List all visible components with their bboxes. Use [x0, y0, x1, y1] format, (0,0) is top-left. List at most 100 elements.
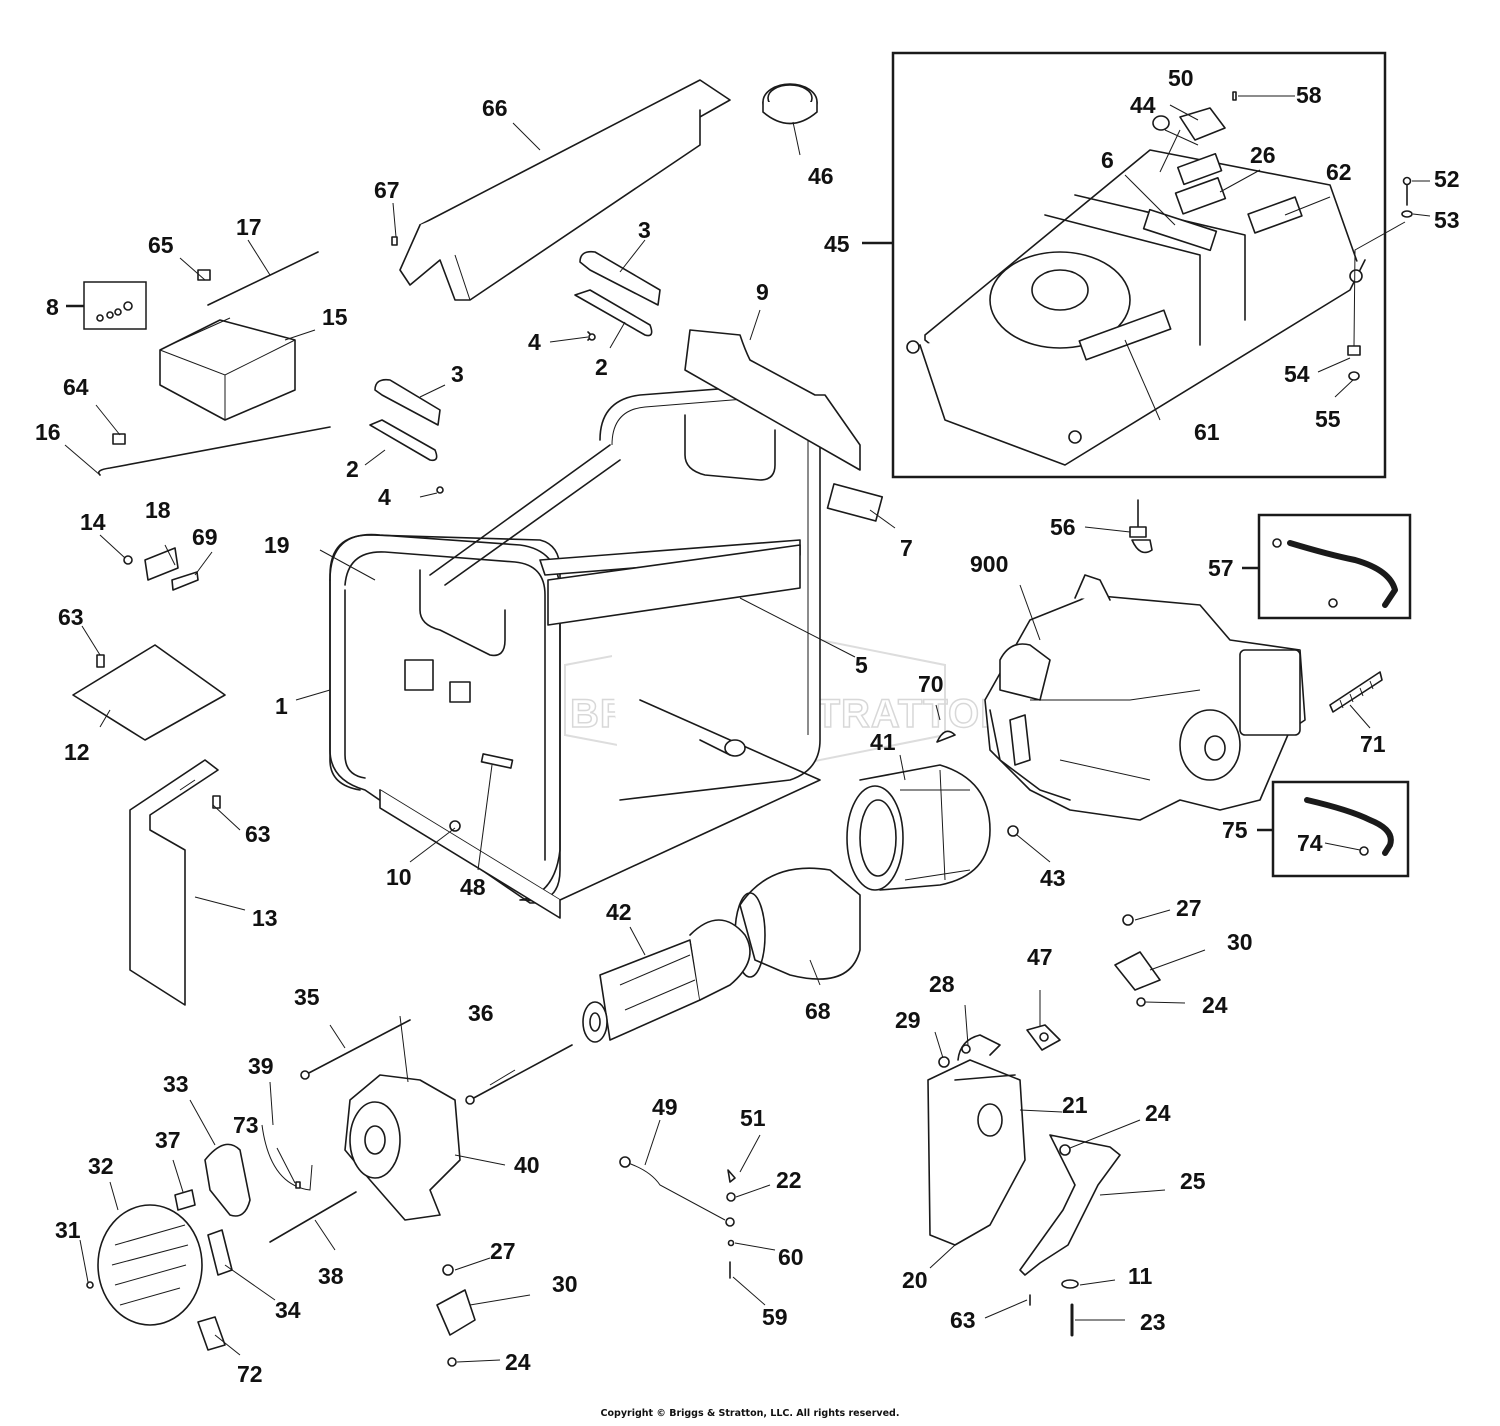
part-brush-holder[interactable]	[174, 1189, 196, 1211]
part-washer-60[interactable]	[727, 1239, 735, 1247]
part-muffler-bracket[interactable]	[1019, 1134, 1121, 1276]
callout-54[interactable]: 54	[1284, 361, 1310, 387]
callout-44[interactable]: 44	[1130, 92, 1156, 118]
part-grip-upper[interactable]	[574, 250, 661, 341]
part-70[interactable]	[936, 730, 956, 743]
part-rod-17[interactable]	[207, 251, 319, 306]
callout-69[interactable]: 69	[192, 524, 218, 550]
part-screw-31[interactable]	[86, 1281, 94, 1289]
callout-27b[interactable]: 27	[1176, 895, 1202, 921]
part-rear-cover[interactable]	[97, 1204, 203, 1326]
part-battery[interactable]	[159, 317, 296, 421]
part-tank-mount-hardware[interactable]	[1347, 176, 1413, 381]
callout-28[interactable]: 28	[929, 971, 955, 997]
part-grip-lower[interactable]	[369, 378, 441, 462]
callout-46[interactable]: 46	[808, 163, 834, 189]
part-wing-nut[interactable]	[727, 1169, 736, 1183]
part-ground-wire[interactable]	[624, 1161, 726, 1221]
callout-33[interactable]: 33	[163, 1071, 189, 1097]
callout-72[interactable]: 72	[237, 1361, 263, 1387]
part-fuel-hose-57[interactable]	[1272, 538, 1398, 608]
callout-11[interactable]: 11	[1128, 1263, 1153, 1289]
callout-66[interactable]: 66	[482, 95, 508, 121]
part-frame[interactable]	[329, 384, 821, 919]
callout-10[interactable]: 10	[386, 864, 412, 890]
callout-45[interactable]: 45	[824, 231, 850, 257]
callout-36[interactable]: 36	[468, 1000, 494, 1026]
part-pin-67[interactable]	[391, 236, 398, 246]
callout-38[interactable]: 38	[318, 1263, 344, 1289]
callout-1[interactable]: 1	[275, 693, 288, 719]
callout-64[interactable]: 64	[63, 374, 89, 400]
callout-47[interactable]: 47	[1027, 944, 1053, 970]
callout-59[interactable]: 59	[762, 1304, 788, 1330]
part-vent-hose-74[interactable]	[1304, 797, 1394, 856]
callout-63c[interactable]: 63	[950, 1307, 976, 1333]
part-nut-29[interactable]	[938, 1056, 950, 1068]
callout-5[interactable]: 5	[855, 652, 868, 678]
callout-22[interactable]: 22	[776, 1167, 802, 1193]
callout-32[interactable]: 32	[88, 1153, 114, 1179]
callout-62[interactable]: 62	[1326, 159, 1352, 185]
callout-25[interactable]: 25	[1180, 1168, 1206, 1194]
callout-6[interactable]: 6	[1101, 147, 1114, 173]
part-muffler[interactable]	[927, 1034, 1026, 1246]
callout-30b[interactable]: 30	[1227, 929, 1253, 955]
callout-50[interactable]: 50	[1168, 65, 1194, 91]
part-panel-13[interactable]	[129, 759, 219, 1006]
callout-27a[interactable]: 27	[490, 1238, 516, 1264]
callout-65[interactable]: 65	[148, 232, 174, 258]
part-fuel-tank[interactable]	[906, 149, 1366, 466]
part-cradle-panel[interactable]	[547, 544, 801, 626]
part-decal-9[interactable]	[684, 329, 861, 471]
part-rod-35[interactable]	[304, 1019, 411, 1076]
callout-70[interactable]: 70	[918, 671, 944, 697]
part-bracket-18[interactable]	[123, 547, 199, 591]
callout-73[interactable]: 73	[233, 1112, 259, 1138]
part-rotor[interactable]	[582, 919, 751, 1043]
callout-34[interactable]: 34	[275, 1297, 301, 1323]
callout-35[interactable]: 35	[294, 984, 320, 1010]
callout-31[interactable]: 31	[55, 1217, 81, 1243]
callout-20[interactable]: 20	[902, 1267, 928, 1293]
part-fuel-cap[interactable]	[762, 83, 818, 125]
part-rod-38[interactable]	[269, 1191, 357, 1243]
callout-12[interactable]: 12	[64, 739, 90, 765]
callout-3b[interactable]: 3	[451, 361, 464, 387]
callout-49[interactable]: 49	[652, 1094, 678, 1120]
callout-8[interactable]: 8	[46, 294, 59, 320]
callout-74[interactable]: 74	[1297, 830, 1323, 856]
callout-43[interactable]: 43	[1040, 865, 1066, 891]
part-screw-73[interactable]	[295, 1181, 301, 1189]
part-end-housing[interactable]	[344, 1074, 461, 1221]
callout-39[interactable]: 39	[248, 1053, 274, 1079]
part-screw-58[interactable]	[1232, 91, 1237, 101]
part-vibration-mount-lower[interactable]	[436, 1264, 476, 1367]
callout-13[interactable]: 13	[252, 905, 278, 931]
callout-53[interactable]: 53	[1434, 207, 1460, 233]
part-engine[interactable]	[984, 574, 1306, 821]
callout-57[interactable]: 57	[1208, 555, 1234, 581]
callout-2b[interactable]: 2	[346, 456, 359, 482]
callout-67[interactable]: 67	[374, 177, 400, 203]
callout-18[interactable]: 18	[145, 497, 171, 523]
part-nut-24[interactable]	[1059, 1144, 1071, 1156]
callout-63b[interactable]: 63	[245, 821, 271, 847]
part-stator[interactable]	[846, 764, 991, 891]
callout-51[interactable]: 51	[740, 1105, 766, 1131]
callout-2a[interactable]: 2	[595, 354, 608, 380]
part-decal-48[interactable]	[480, 753, 514, 769]
part-brush-cover[interactable]	[204, 1143, 251, 1217]
callout-60[interactable]: 60	[778, 1244, 804, 1270]
callout-30a[interactable]: 30	[552, 1271, 578, 1297]
part-plate-12[interactable]	[72, 644, 226, 741]
callout-21[interactable]: 21	[1062, 1092, 1088, 1118]
part-hardware-kit[interactable]	[83, 281, 147, 330]
part-screw[interactable]	[436, 486, 444, 494]
callout-9[interactable]: 9	[756, 279, 769, 305]
callout-48[interactable]: 48	[460, 874, 486, 900]
callout-37[interactable]: 37	[155, 1127, 181, 1153]
callout-58[interactable]: 58	[1296, 82, 1322, 108]
callout-68[interactable]: 68	[805, 998, 831, 1024]
part-rod-36[interactable]	[469, 1044, 573, 1101]
